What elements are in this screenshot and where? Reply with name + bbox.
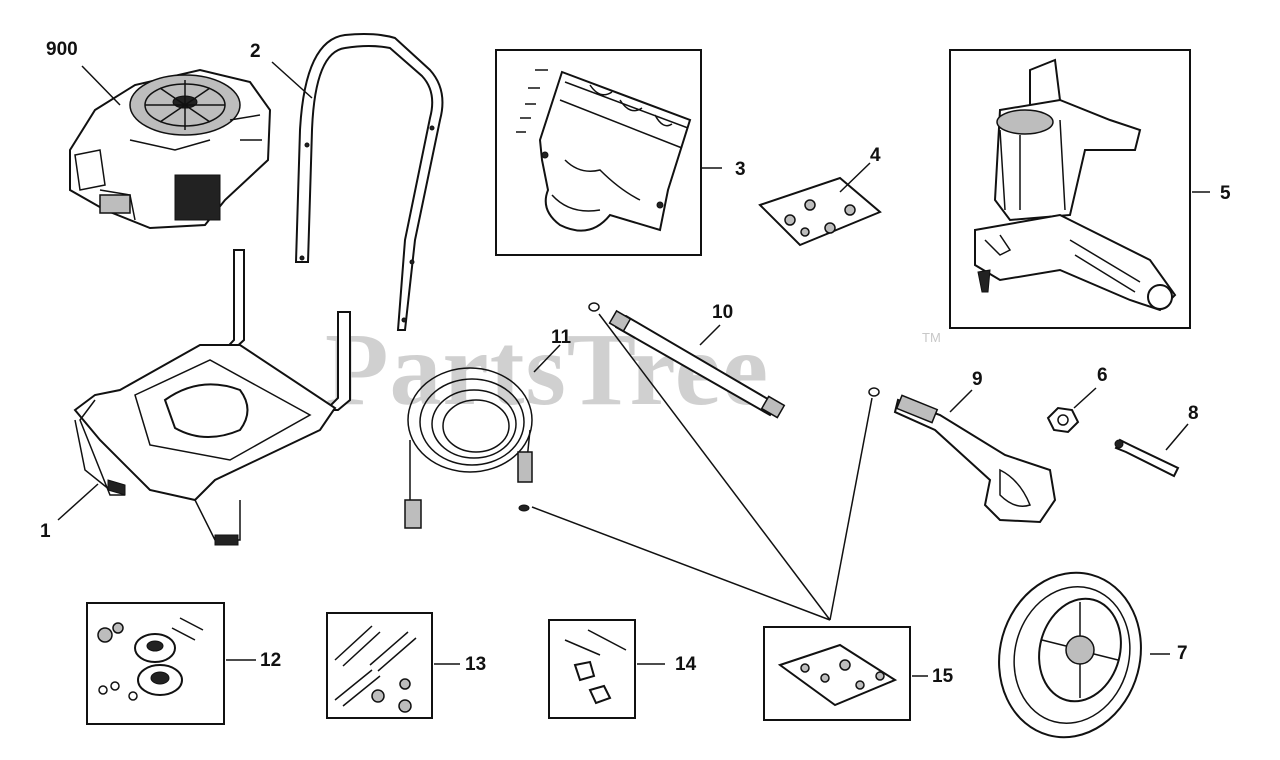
callout-3: 3 bbox=[735, 159, 746, 180]
part-1-frame[interactable] bbox=[73, 249, 351, 546]
callout-8: 8 bbox=[1188, 403, 1199, 424]
callout-13: 13 bbox=[465, 654, 487, 675]
box-part-12 bbox=[86, 602, 225, 725]
callout-10: 10 bbox=[712, 302, 734, 323]
part-3-bracket[interactable] bbox=[516, 69, 692, 232]
leader-6 bbox=[1073, 387, 1097, 409]
leader-9 bbox=[949, 389, 973, 413]
part-5-pump[interactable] bbox=[974, 58, 1177, 312]
leader-11 bbox=[533, 344, 561, 373]
part-12-bearings[interactable] bbox=[97, 617, 204, 701]
part-6-nut[interactable] bbox=[1046, 406, 1080, 434]
callout-15: 15 bbox=[932, 666, 954, 687]
leader-2 bbox=[271, 61, 313, 99]
part-7-wheel[interactable] bbox=[981, 557, 1159, 754]
part-14-hardware[interactable] bbox=[564, 629, 627, 705]
callout-11: 11 bbox=[551, 327, 572, 348]
callout-1: 1 bbox=[40, 521, 51, 542]
leader-4 bbox=[839, 162, 871, 193]
callout-14: 14 bbox=[675, 654, 697, 675]
callout-12: 12 bbox=[260, 650, 282, 671]
part-10-wand[interactable] bbox=[588, 302, 786, 419]
callout-6: 6 bbox=[1097, 365, 1108, 386]
callout-2: 2 bbox=[250, 41, 261, 62]
part-9-spray-gun[interactable] bbox=[868, 387, 1057, 524]
callout-900: 900 bbox=[46, 39, 78, 60]
callout-7: 7 bbox=[1177, 643, 1188, 664]
leader-900 bbox=[81, 65, 121, 106]
part-11-hose[interactable] bbox=[404, 367, 533, 529]
leaders-to-part-15 bbox=[531, 313, 873, 621]
part-4-hardware-bag[interactable] bbox=[758, 176, 882, 247]
part-2-handle[interactable] bbox=[294, 33, 444, 331]
part-15-nozzle-kit[interactable] bbox=[777, 643, 898, 707]
callout-5: 5 bbox=[1220, 183, 1231, 204]
part-8-axle-bolt[interactable] bbox=[1114, 438, 1180, 478]
part-900-engine[interactable] bbox=[69, 68, 272, 230]
watermark-trademark: TM bbox=[922, 330, 941, 345]
callout-9: 9 bbox=[972, 369, 983, 390]
leader-10 bbox=[699, 324, 721, 346]
leader-8 bbox=[1165, 423, 1189, 451]
leader-1 bbox=[57, 483, 99, 521]
callout-4: 4 bbox=[870, 145, 881, 166]
part-13-bolts[interactable] bbox=[334, 625, 417, 713]
